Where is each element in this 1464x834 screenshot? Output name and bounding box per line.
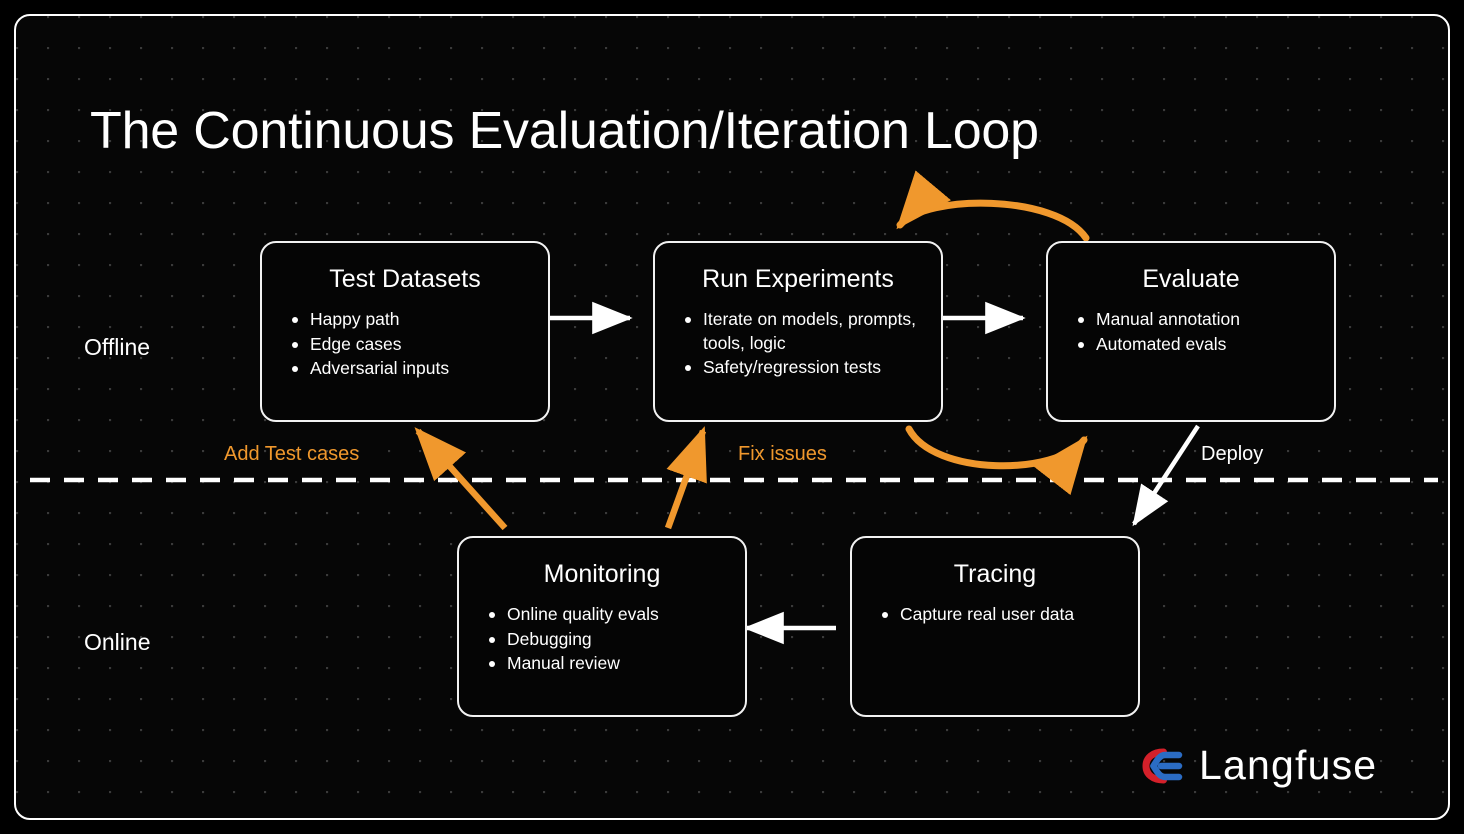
node-bullet-list: Happy path Edge cases Adversarial inputs [262,308,548,381]
node-monitoring[interactable]: Monitoring Online quality evals Debuggin… [457,536,747,717]
arrow-monitoring-to-datasets [414,427,508,531]
node-title: Run Experiments [702,265,894,293]
connectors-layer [30,170,1438,645]
node-evaluate[interactable]: Evaluate Manual annotation Automated eva… [1046,241,1336,422]
node-title: Evaluate [1142,265,1240,293]
node-bullet-list: Manual annotation Automated evals [1048,308,1334,356]
arrow-monitoring-to-experiments [664,426,707,530]
slide-frame: The Continuous Evaluation/Iteration Loop… [14,14,1450,820]
list-item: Happy path [290,308,538,332]
edge-label-add-test-cases: Add Test cases [224,443,360,465]
langfuse-wordmark: Langfuse [1199,742,1378,788]
phase-label-offline: Offline [84,334,151,360]
edge-label-deploy: Deploy [1201,443,1264,465]
langfuse-logo: Langfuse [1141,742,1377,789]
node-bullet-list: Capture real user data [852,603,1138,627]
node-bullet-list: Iterate on models, prompts, tools, logic… [655,308,941,380]
phase-label-online: Online [84,629,151,655]
list-item: Capture real user data [880,603,1128,627]
arrow-evaluate-to-experiments-loop [896,170,1090,242]
arrow-experiments-to-evaluate-loop [905,425,1088,496]
list-item: Online quality evals [487,603,735,627]
list-item: Manual review [487,652,735,676]
node-tracing[interactable]: Tracing Capture real user data [850,536,1140,717]
langfuse-mark-icon [1142,748,1183,783]
node-test-datasets[interactable]: Test Datasets Happy path Edge cases Adve… [260,241,550,422]
node-title: Test Datasets [329,265,481,293]
list-item: Iterate on models, prompts, tools, logic [683,308,931,355]
page-title: The Continuous Evaluation/Iteration Loop [90,102,1039,160]
arrow-evaluate-to-tracing-deploy [1132,424,1200,527]
node-title: Monitoring [543,560,661,588]
list-item: Automated evals [1076,333,1324,357]
node-title: Tracing [953,560,1037,588]
list-item: Adversarial inputs [290,357,538,381]
node-bullet-list: Online quality evals Debugging Manual re… [459,603,745,676]
list-item: Debugging [487,628,735,652]
list-item: Safety/regression tests [683,356,931,380]
node-run-experiments[interactable]: Run Experiments Iterate on models, promp… [653,241,943,422]
edge-label-fix-issues: Fix issues [738,443,827,465]
list-item: Manual annotation [1076,308,1324,332]
list-item: Edge cases [290,333,538,357]
